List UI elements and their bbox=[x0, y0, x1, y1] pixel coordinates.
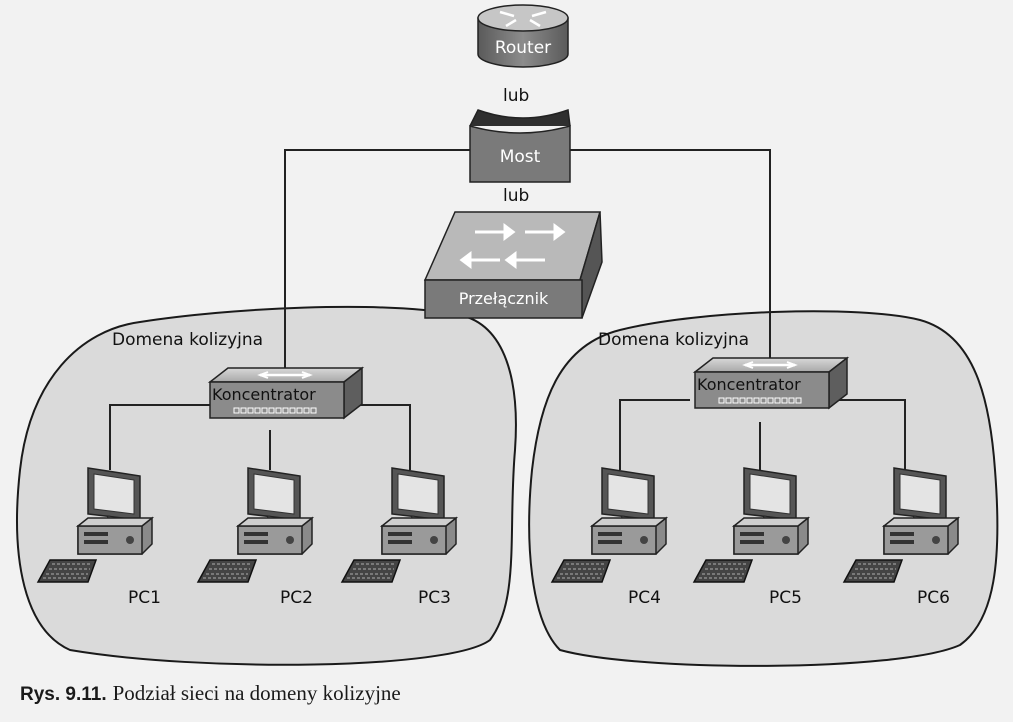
figure-caption-text: Podział sieci na domeny kolizyjne bbox=[112, 681, 401, 705]
or-label-1: lub bbox=[503, 86, 530, 106]
router-label: Router bbox=[494, 38, 552, 58]
pc-label: PC5 bbox=[769, 588, 802, 608]
collision-domain-label-left: Domena kolizyjna bbox=[112, 330, 264, 350]
pc-label: PC3 bbox=[418, 588, 451, 608]
or-label-2: lub bbox=[503, 186, 530, 206]
hub-label-left: Koncentrator bbox=[212, 385, 316, 404]
pc-label: PC4 bbox=[628, 588, 661, 608]
collision-domain-label-right: Domena kolizyjna bbox=[598, 330, 750, 350]
hub-label-right: Koncentrator bbox=[697, 375, 801, 394]
bridge-label: Most bbox=[499, 147, 541, 167]
figure-caption: Rys. 9.11.Podział sieci na domeny kolizy… bbox=[20, 681, 401, 706]
router-icon bbox=[477, 4, 569, 68]
bridge-icon bbox=[469, 108, 571, 183]
pc-label: PC2 bbox=[280, 588, 313, 608]
network-links bbox=[109, 149, 906, 470]
pc-label: PC6 bbox=[917, 588, 950, 608]
pc-label: PC1 bbox=[128, 588, 161, 608]
switch-label: Przełącznik bbox=[458, 289, 549, 308]
switch-icon bbox=[423, 211, 603, 319]
figure-number: Rys. 9.11. bbox=[20, 684, 107, 705]
